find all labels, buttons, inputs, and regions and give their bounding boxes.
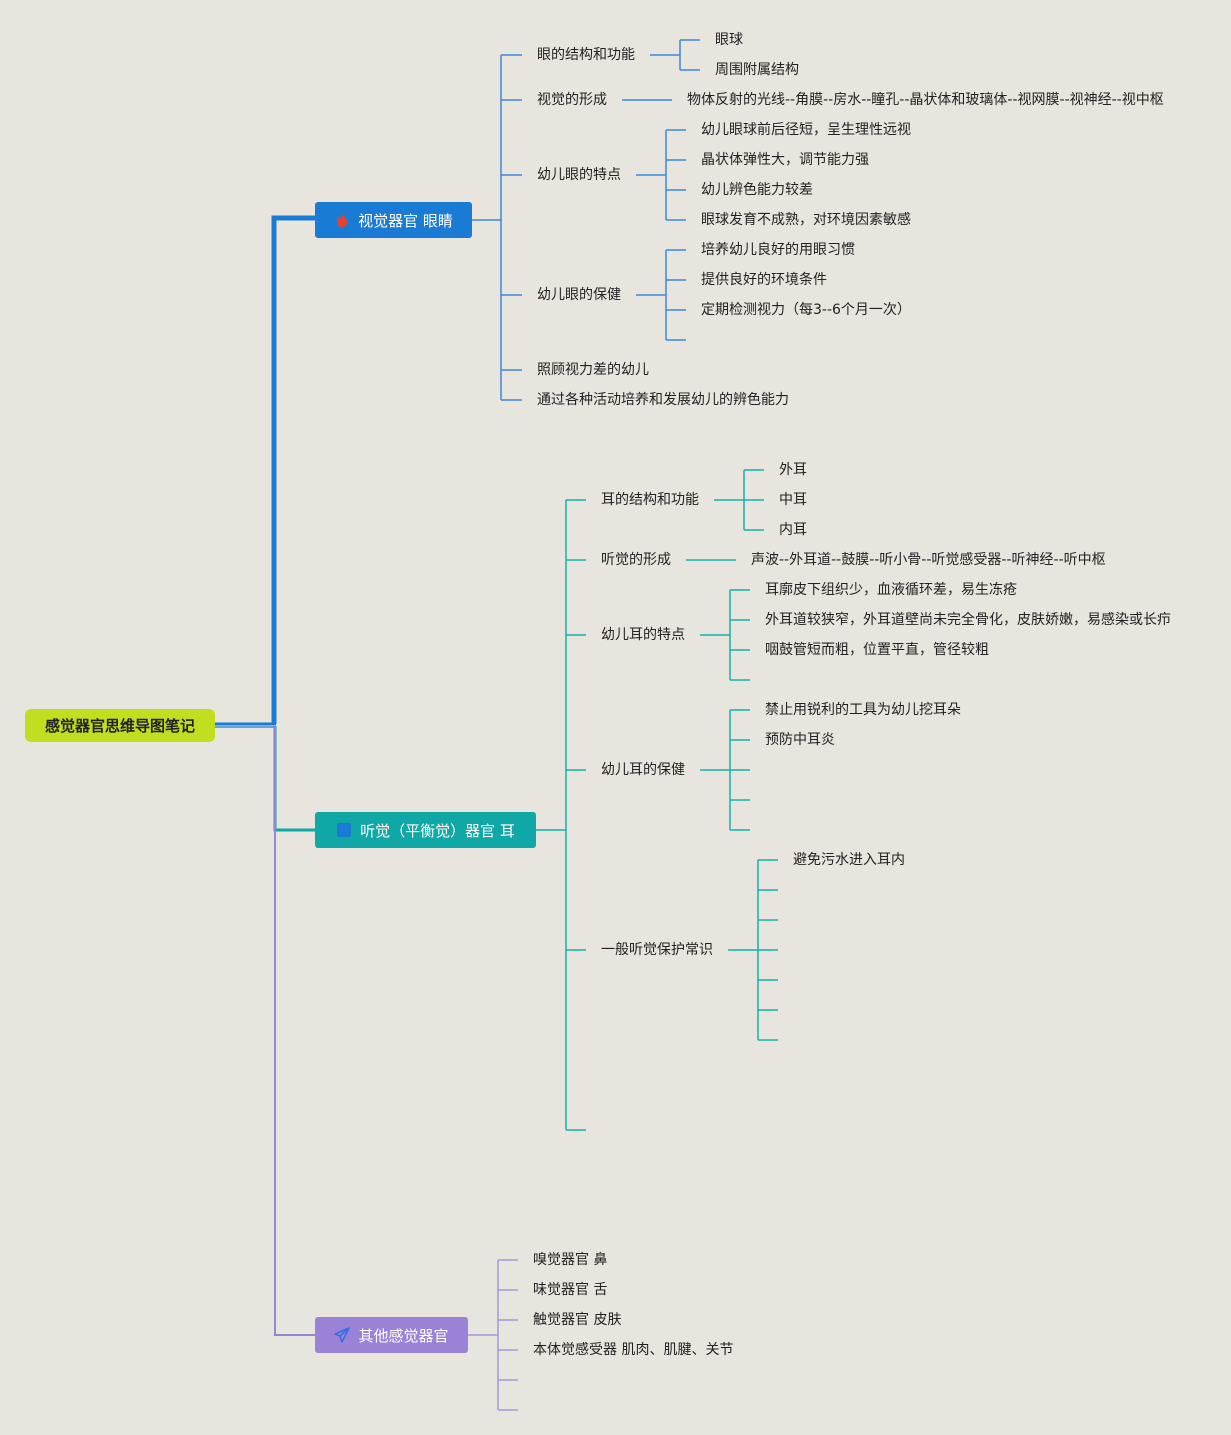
vision-features-item[interactable]: 晶状体弹性大，调节能力强 <box>701 152 869 168</box>
vision-poor[interactable]: 照顾视力差的幼儿 <box>537 362 649 378</box>
root-label: 感觉器官思维导图笔记 <box>44 717 195 735</box>
vision-structure[interactable]: 眼的结构和功能 <box>537 47 635 63</box>
branch-vision[interactable]: 视觉器官 眼睛 <box>315 202 472 238</box>
vision-formation-detail[interactable]: 物体反射的光线--角膜--房水--瞳孔--晶状体和玻璃体--视网膜--视神经--… <box>687 92 1164 108</box>
hearing-care-item[interactable]: 预防中耳炎 <box>765 732 835 748</box>
vision-features-item[interactable]: 幼儿眼球前后径短，呈生理性远视 <box>701 122 911 138</box>
hearing-structure-item[interactable]: 内耳 <box>779 522 807 538</box>
vision-care[interactable]: 幼儿眼的保健 <box>537 287 621 303</box>
other-item[interactable]: 触觉器官 皮肤 <box>533 1312 622 1328</box>
vision-features[interactable]: 幼儿眼的特点 <box>537 167 621 183</box>
square-icon <box>337 823 352 837</box>
hearing-general-item[interactable]: 避免污水进入耳内 <box>793 852 905 868</box>
hearing-features-item[interactable]: 外耳道较狭窄，外耳道壁尚未完全骨化，皮肤娇嫩，易感染或长疖 <box>765 612 1171 628</box>
other-connectors <box>468 1259 518 1411</box>
hearing-features[interactable]: 幼儿耳的特点 <box>601 627 685 643</box>
hearing-structure[interactable]: 耳的结构和功能 <box>601 492 699 508</box>
branch-vision-label: 视觉器官 眼睛 <box>358 211 453 230</box>
hearing-structure-item[interactable]: 外耳 <box>779 462 807 478</box>
vision-care-item[interactable]: 定期检测视力（每3--6个月一次） <box>701 302 911 318</box>
vision-connectors <box>472 39 700 401</box>
paper-plane-icon <box>334 1327 351 1343</box>
vision-care-item[interactable]: 提供良好的环境条件 <box>701 272 827 288</box>
vision-structure-item[interactable]: 眼球 <box>715 32 743 48</box>
other-item[interactable]: 本体觉感受器 肌肉、肌腱、关节 <box>533 1342 734 1358</box>
branch-other[interactable]: 其他感觉器官 <box>315 1317 468 1353</box>
branch-other-label: 其他感觉器官 <box>358 1326 449 1345</box>
hearing-features-item[interactable]: 咽鼓管短而粗，位置平直，管径较粗 <box>765 642 989 658</box>
other-item[interactable]: 嗅觉器官 鼻 <box>533 1252 608 1268</box>
vision-formation[interactable]: 视觉的形成 <box>537 92 607 108</box>
branch-hearing-label: 听觉（平衡觉）器官 耳 <box>360 821 515 840</box>
fire-icon <box>337 213 348 227</box>
root-node[interactable]: 感觉器官思维导图笔记 <box>25 709 215 742</box>
branch-hearing[interactable]: 听觉（平衡觉）器官 耳 <box>315 812 536 848</box>
root-connectors <box>215 215 315 1336</box>
hearing-structure-item[interactable]: 中耳 <box>779 492 807 508</box>
hearing-care[interactable]: 幼儿耳的保健 <box>601 762 685 778</box>
hearing-connectors <box>536 469 778 1131</box>
vision-care-item[interactable]: 培养幼儿良好的用眼习惯 <box>701 242 855 258</box>
vision-color-ability[interactable]: 通过各种活动培养和发展幼儿的辨色能力 <box>537 392 789 408</box>
vision-features-item[interactable]: 眼球发育不成熟，对环境因素敏感 <box>701 212 911 228</box>
vision-features-item[interactable]: 幼儿辨色能力较差 <box>701 182 813 198</box>
hearing-features-item[interactable]: 耳廓皮下组织少，血液循环差，易生冻疮 <box>765 582 1017 598</box>
hearing-care-item[interactable]: 禁止用锐利的工具为幼儿挖耳朵 <box>765 702 961 718</box>
hearing-formation-detail[interactable]: 声波--外耳道--鼓膜--听小骨--听觉感受器--听神经--听中枢 <box>751 552 1106 568</box>
hearing-general[interactable]: 一般听觉保护常识 <box>601 942 713 958</box>
hearing-formation[interactable]: 听觉的形成 <box>601 552 671 568</box>
vision-structure-item[interactable]: 周围附属结构 <box>715 62 799 78</box>
other-item[interactable]: 味觉器官 舌 <box>533 1282 608 1298</box>
